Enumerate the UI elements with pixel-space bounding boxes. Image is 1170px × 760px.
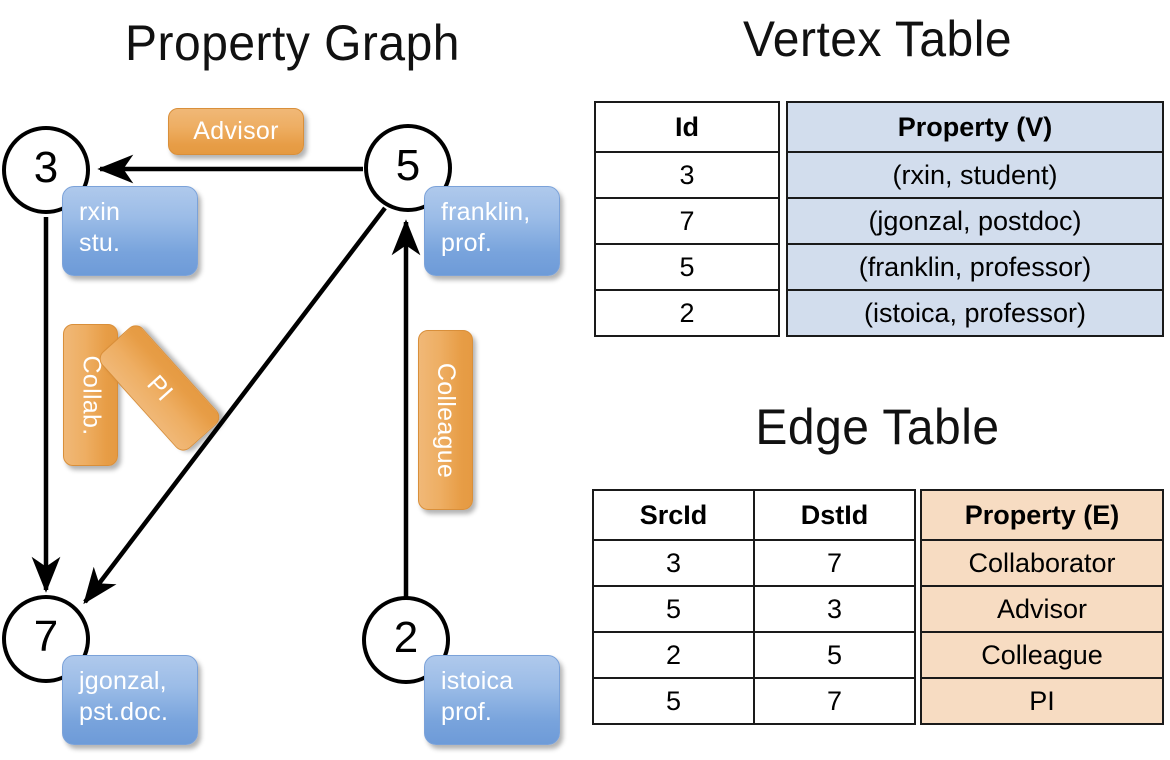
table-row: 5 [594, 243, 780, 291]
table-row: PI [920, 677, 1164, 725]
edge-row-property: Advisor [920, 585, 1164, 633]
graph-node-3-id: 3 [33, 143, 59, 192]
table-row: (jgonzal, postdoc) [786, 197, 1164, 245]
edge-table-header-property: Property (E) [920, 489, 1164, 541]
table-row: 3 7 [592, 539, 916, 587]
edge-row-src: 5 [592, 677, 755, 725]
vertex-property-box-jgonzal[interactable]: jgonzal, pst.doc. [62, 655, 198, 745]
vertex-table-header-property: Property (V) [786, 101, 1164, 153]
edge-table-header-dstid: DstId [753, 489, 916, 541]
edge-5-to-7-pi [83, 206, 387, 605]
page-title-property-graph: Property Graph [125, 15, 460, 71]
table-row: 7 [594, 197, 780, 245]
vertex-box-line1: istoica [441, 667, 514, 695]
vertex-table-id-column: Id 3 7 5 2 [594, 101, 780, 337]
vertex-row-property: (istoica, professor) [786, 289, 1164, 337]
vertex-row-id: 7 [594, 197, 780, 245]
graph-node-2-id: 2 [393, 613, 419, 662]
vertex-box-line1: rxin [79, 198, 121, 226]
vertex-row-property: (jgonzal, postdoc) [786, 197, 1164, 245]
table-row: (rxin, student) [786, 151, 1164, 199]
vertex-table-property-column: Property (V) (rxin, student) (jgonzal, p… [786, 101, 1164, 337]
vertex-row-id: 5 [594, 243, 780, 291]
table-header-row: Id [594, 101, 780, 153]
graph-node-5[interactable]: 5 [364, 124, 452, 212]
edge-row-property: Colleague [920, 631, 1164, 679]
table-row: Collaborator [920, 539, 1164, 587]
vertex-box-line2: stu. [79, 229, 121, 258]
edge-row-property: PI [920, 677, 1164, 725]
edge-row-dst: 7 [753, 539, 916, 587]
table-header-row: Property (V) [786, 101, 1164, 153]
edge-label-advisor-text: Advisor [193, 117, 279, 145]
table-row: (franklin, professor) [786, 243, 1164, 291]
vertex-row-property: (rxin, student) [786, 151, 1164, 199]
edge-row-dst: 3 [753, 585, 916, 633]
vertex-box-line2: pst.doc. [79, 698, 169, 727]
graph-node-7-id: 7 [33, 612, 59, 661]
page-title-vertex-table: Vertex Table [742, 11, 1013, 67]
vertex-row-id: 3 [594, 151, 780, 199]
vertex-box-line2: prof. [441, 229, 493, 258]
edge-label-pi-text: PI [141, 369, 179, 407]
edge-row-dst: 7 [753, 677, 916, 725]
vertex-box-line1: jgonzal, [79, 667, 167, 695]
edge-label-colleague[interactable]: Colleague [418, 330, 473, 510]
vertex-table-header-id: Id [594, 101, 780, 153]
edge-label-advisor[interactable]: Advisor [168, 108, 304, 155]
table-row: 2 5 [592, 631, 916, 679]
vertex-property-box-rxin[interactable]: rxin stu. [62, 186, 198, 276]
vertex-row-property: (franklin, professor) [786, 243, 1164, 291]
vertex-property-box-istoica[interactable]: istoica prof. [424, 655, 560, 745]
edge-row-src: 2 [592, 631, 755, 679]
table-header-row: SrcId DstId [592, 489, 916, 541]
table-row: 5 7 [592, 677, 916, 725]
graph-node-2[interactable]: 2 [362, 596, 450, 684]
edge-label-colleague-text: Colleague [432, 362, 461, 478]
vertex-box-line1: franklin, [441, 198, 531, 226]
edge-row-src: 5 [592, 585, 755, 633]
vertex-property-box-franklin[interactable]: franklin, prof. [424, 186, 560, 276]
table-row: 3 [594, 151, 780, 199]
edge-table-header-srcid: SrcId [592, 489, 755, 541]
edge-table-id-columns: SrcId DstId 3 7 5 3 2 5 5 7 [592, 489, 916, 725]
vertex-box-line2: prof. [441, 698, 493, 727]
table-row: 5 3 [592, 585, 916, 633]
graph-node-5-id: 5 [395, 141, 421, 190]
graph-edges-svg [31, 154, 421, 605]
table-row: (istoica, professor) [786, 289, 1164, 337]
page-title-edge-table: Edge Table [755, 399, 1000, 455]
table-row: Advisor [920, 585, 1164, 633]
vertex-row-id: 2 [594, 289, 780, 337]
edge-row-dst: 5 [753, 631, 916, 679]
edge-table-property-column: Property (E) Collaborator Advisor Collea… [920, 489, 1164, 725]
table-row: Colleague [920, 631, 1164, 679]
table-header-row: Property (E) [920, 489, 1164, 541]
table-row: 2 [594, 289, 780, 337]
edge-label-collab-text: Collab. [77, 355, 106, 435]
edge-row-property: Collaborator [920, 539, 1164, 587]
edge-row-src: 3 [592, 539, 755, 587]
